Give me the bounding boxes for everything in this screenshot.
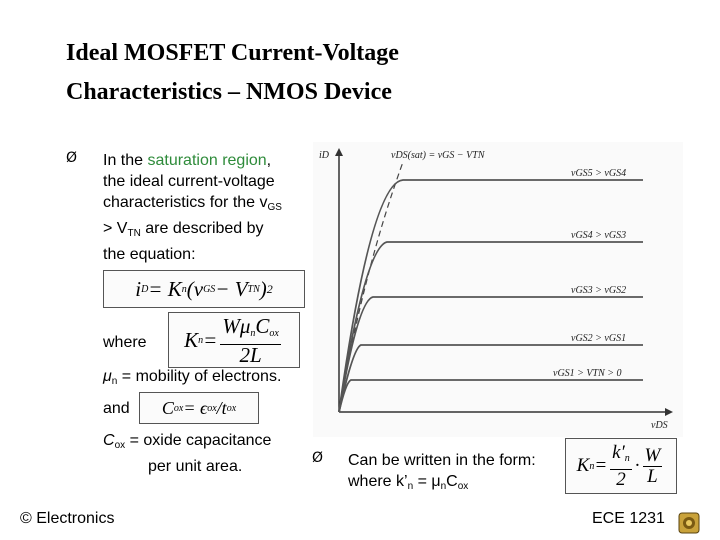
slide-title-line1: Ideal MOSFET Current-Voltage bbox=[66, 40, 399, 66]
slide-title-line2: Characteristics – NMOS Device bbox=[66, 79, 392, 105]
curve-label-vgs4: vGS4 > vGS3 bbox=[571, 230, 626, 241]
curve-label-vgs3: vGS3 > vGS2 bbox=[571, 285, 626, 296]
curve-label-vgs2: vGS2 > vGS1 bbox=[571, 333, 626, 344]
sat-boundary-label: vDS(sat) = vGS − VTN bbox=[391, 150, 486, 161]
bullet-arrow-icon-2: Ø bbox=[312, 450, 324, 466]
footer-right: ECE 1231 bbox=[592, 510, 665, 527]
where-label: where bbox=[103, 334, 147, 351]
id-vds-characteristics-graph: iD vDS vDS(sat) = vGS − VTN vGS5 > vGS4 … bbox=[313, 142, 683, 437]
cox-definition: Cox = oxide capacitance per unit area. bbox=[103, 432, 272, 475]
form-paragraph: Can be written in the form: where k’n = … bbox=[348, 452, 536, 492]
university-logo-icon bbox=[678, 512, 700, 534]
y-axis-arrow-icon bbox=[335, 148, 343, 156]
curve-vgs1 bbox=[338, 379, 643, 413]
curve-vgs3 bbox=[338, 296, 643, 413]
y-axis-label: iD bbox=[319, 150, 330, 161]
x-axis-arrow-icon bbox=[665, 408, 673, 416]
curve-label-vgs5: vGS5 > vGS4 bbox=[571, 168, 626, 179]
saturation-region-highlight: saturation region bbox=[147, 152, 267, 169]
mobility-definition: μn = mobility of electrons. bbox=[103, 368, 282, 387]
x-axis-label: vDS bbox=[651, 420, 668, 431]
curve-label-vgs1: vGS1 > VTN > 0 bbox=[553, 368, 622, 379]
intro-paragraph: In the saturation region, the ideal curr… bbox=[103, 152, 282, 263]
bullet-arrow-icon: Ø bbox=[66, 150, 78, 166]
and-label: and bbox=[103, 400, 130, 417]
slide-title: Ideal MOSFET Current-Voltage Characteris… bbox=[66, 34, 666, 112]
curve-vgs5 bbox=[338, 179, 643, 413]
footer-left: © Electronics bbox=[20, 510, 115, 527]
